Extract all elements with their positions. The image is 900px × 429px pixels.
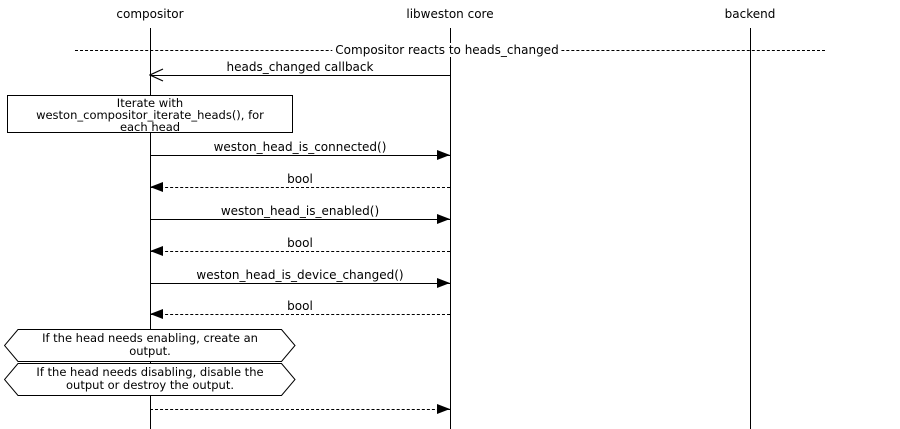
- filled-arrowhead-right-icon: [437, 404, 450, 414]
- hnote-line: If the head needs enabling, create an: [42, 331, 258, 345]
- message-line: [150, 314, 450, 315]
- lifeline-libweston-core: [450, 28, 451, 429]
- message-label-bool: bool: [287, 236, 313, 250]
- message-line: [150, 187, 450, 188]
- message-line: [150, 409, 450, 410]
- filled-arrowhead-left-icon: [150, 246, 163, 256]
- message-label-bool: bool: [287, 172, 313, 186]
- participant-label-compositor: compositor: [116, 7, 184, 21]
- filled-arrowhead-left-icon: [150, 182, 163, 192]
- message-label-head-is-device-changed: weston_head_is_device_changed(): [196, 268, 404, 282]
- participant-label-libweston-core: libweston core: [406, 7, 494, 21]
- hexagon-shape: [4, 329, 296, 362]
- lifeline-backend: [750, 28, 751, 429]
- message-label-heads-changed-callback: heads_changed callback: [226, 60, 374, 74]
- message-label-bool: bool: [287, 299, 313, 313]
- filled-arrowhead-right-icon: [437, 278, 450, 288]
- message-line: [150, 283, 450, 284]
- message-line: [150, 155, 450, 156]
- hnote-line: output.: [129, 344, 171, 358]
- participant-label-backend: backend: [724, 7, 776, 21]
- hnote-line: output or destroy the output.: [66, 378, 234, 392]
- lifeline-compositor: [150, 28, 151, 429]
- note-line: each head: [119, 120, 181, 135]
- divider-label: Compositor reacts to heads_changed: [332, 43, 562, 57]
- message-label-head-is-connected: weston_head_is_connected(): [213, 140, 387, 154]
- hnote-line: If the head needs disabling, disable the: [36, 365, 264, 379]
- hexagon-shape: [4, 363, 296, 396]
- note-line: Iterate with: [116, 96, 184, 110]
- note-line: weston_compositor_iterate_heads(), for: [36, 108, 264, 123]
- message-line: [150, 75, 450, 76]
- open-arrowhead-icon: [149, 68, 164, 82]
- filled-arrowhead-left-icon: [150, 309, 163, 319]
- filled-arrowhead-right-icon: [437, 214, 450, 224]
- hnote-enable-output: If the head needs enabling, create an ou…: [4, 329, 296, 362]
- hnote-disable-output: If the head needs disabling, disable the…: [4, 363, 296, 396]
- filled-arrowhead-right-icon: [437, 150, 450, 160]
- message-label-head-is-enabled: weston_head_is_enabled(): [220, 204, 380, 218]
- note-iterate-heads: Iterate with weston_compositor_iterate_h…: [7, 95, 293, 135]
- message-line: [150, 219, 450, 220]
- message-line: [150, 251, 450, 252]
